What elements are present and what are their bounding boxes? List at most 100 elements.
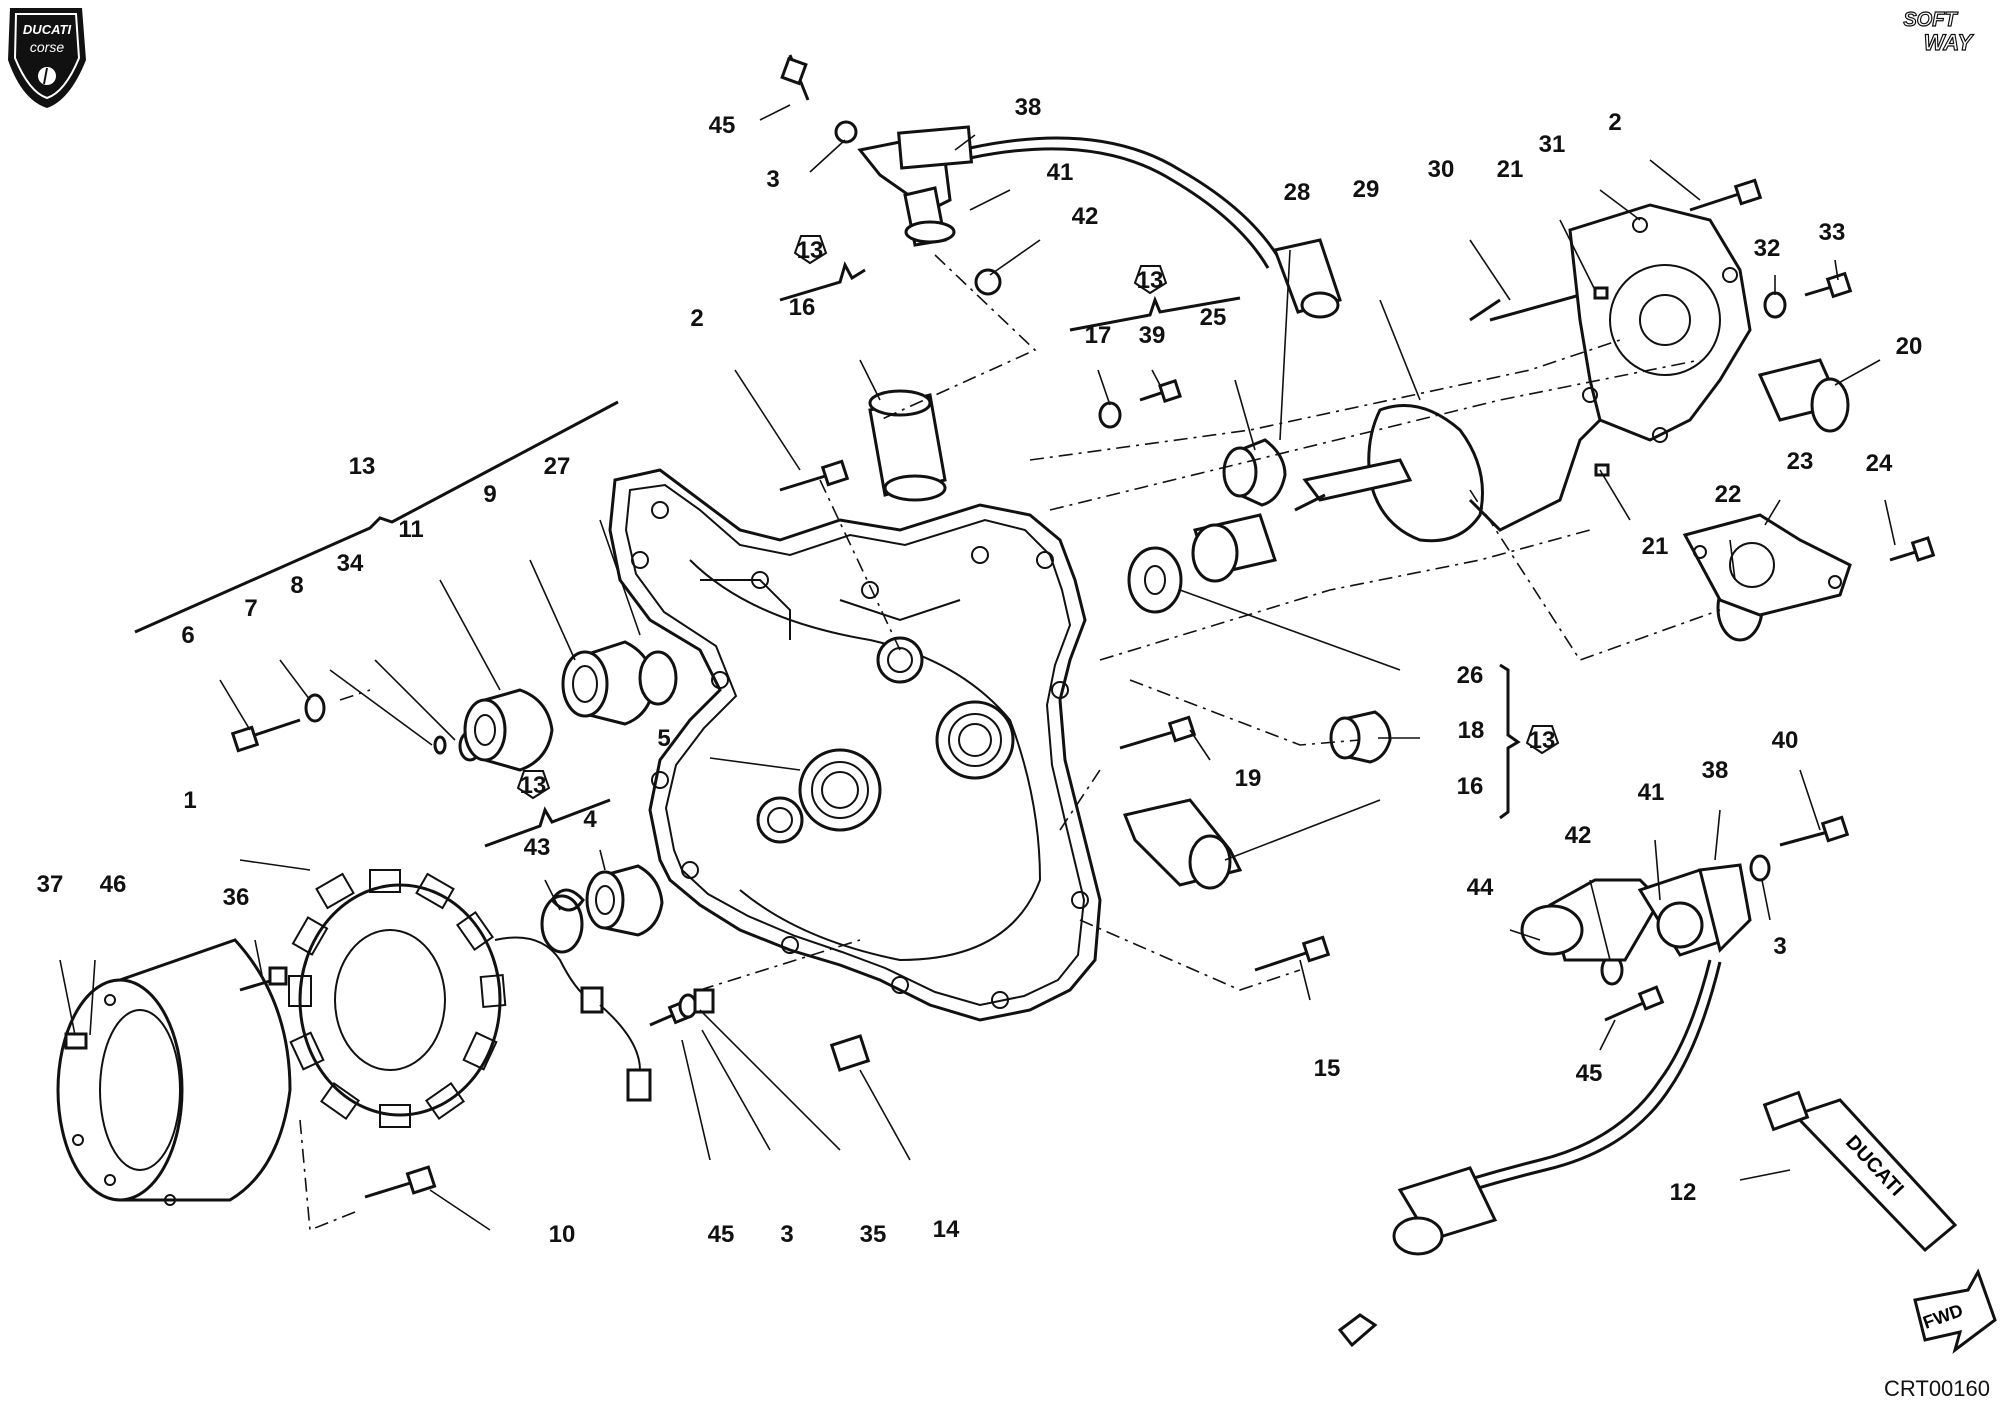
- callout-label: 43: [524, 834, 551, 861]
- leader-line: [1599, 469, 1631, 521]
- leader-line: [1379, 299, 1421, 401]
- callout-label: 15: [1314, 1055, 1341, 1082]
- callout-label: 38: [1702, 757, 1729, 784]
- callout-label: 36: [223, 884, 250, 911]
- callout-label: 40: [1772, 727, 1799, 754]
- leader-line: [1559, 219, 1596, 291]
- leader-line: [1234, 379, 1256, 451]
- callout-label: 21: [1642, 533, 1669, 560]
- callout-label: 2: [690, 305, 703, 332]
- leader-line: [1834, 359, 1881, 386]
- leader-line: [1599, 1019, 1616, 1051]
- callout-label: 11: [398, 516, 423, 543]
- callout-label: 12: [1670, 1179, 1697, 1206]
- group-ref-badge: 13: [1133, 265, 1168, 295]
- leader-line: [429, 1189, 491, 1231]
- leader-line: [529, 559, 576, 661]
- leader-line: [709, 757, 801, 771]
- callout-label: 1: [183, 787, 196, 814]
- callout-label: 22: [1715, 481, 1742, 508]
- leader-line: [1224, 799, 1381, 861]
- leader-lines: [59, 104, 1896, 1231]
- leader-line: [1884, 499, 1896, 546]
- group-ref-badges: 13 13 13 13: [516, 235, 1560, 800]
- leader-line: [544, 879, 561, 911]
- callout-label: 31: [1539, 131, 1566, 158]
- fwd-arrow-icon: FWD: [1913, 1268, 1997, 1354]
- leader-line: [374, 659, 456, 741]
- center-lines: [299, 254, 1721, 1232]
- callout-label: 5: [657, 725, 670, 752]
- leader-line: [1279, 249, 1291, 441]
- callout-label: 34: [337, 550, 364, 577]
- svg-text:13: 13: [1529, 727, 1556, 754]
- generator-stator: [288, 869, 652, 1128]
- callout-label: 45: [1576, 1060, 1603, 1087]
- softway-logo: SOFT WAY: [1903, 8, 1975, 55]
- callout-label: 13: [349, 453, 376, 480]
- callout-label: 30: [1428, 156, 1455, 183]
- leader-line: [1509, 929, 1541, 941]
- callout-label: 20: [1896, 333, 1923, 360]
- callout-label: 21: [1497, 156, 1524, 183]
- leader-line: [1729, 539, 1736, 581]
- leader-line: [859, 1069, 911, 1161]
- callout-label: 42: [1565, 822, 1592, 849]
- leader-line: [1599, 189, 1641, 221]
- callout-label: 17: [1085, 322, 1112, 349]
- leader-line: [809, 139, 846, 173]
- group-brackets: [134, 261, 1521, 848]
- generator-rotor: [56, 938, 292, 1206]
- leader-line: [954, 134, 976, 151]
- leader-line: [219, 679, 251, 731]
- callout-label: 10: [549, 1221, 576, 1248]
- leader-line: [989, 239, 1041, 276]
- leader-line: [1097, 369, 1111, 406]
- callout-label: 28: [1284, 179, 1311, 206]
- callout-label: 45: [708, 1221, 735, 1248]
- callout-label: 6: [181, 622, 194, 649]
- callout-label: 8: [290, 572, 303, 599]
- leader-line: [699, 1009, 841, 1151]
- callout-label: 9: [483, 481, 496, 508]
- callout-label: 39: [1139, 322, 1166, 349]
- callout-label: 24: [1866, 450, 1893, 477]
- leader-line: [969, 189, 1011, 211]
- leader-line: [1469, 239, 1511, 301]
- bearings: [463, 640, 678, 937]
- softway-bottom-text: WAY: [1924, 30, 1975, 55]
- callout-label: 41: [1047, 159, 1074, 186]
- logo-corse-text: corse: [30, 39, 64, 55]
- callout-label: 16: [789, 294, 816, 321]
- pickup-sensor-bottom: [1392, 863, 1752, 1256]
- leader-line: [1834, 259, 1839, 281]
- svg-text:13: 13: [520, 772, 547, 799]
- leader-line: [859, 359, 881, 401]
- callout-label: 3: [1773, 933, 1786, 960]
- callout-label: 29: [1353, 176, 1380, 203]
- leader-line: [1189, 729, 1211, 761]
- group-ref-badge: 13: [793, 235, 828, 265]
- callout-label: 4: [583, 806, 597, 833]
- pickup-sensor-top: [857, 125, 1342, 319]
- diagram-code: CRT00160: [1884, 1376, 1990, 1401]
- callout-label: 32: [1754, 235, 1781, 262]
- callout-label: 42: [1072, 203, 1099, 230]
- callout-label: 35: [860, 1221, 887, 1248]
- leader-line: [254, 939, 263, 976]
- leader-line: [59, 959, 76, 1036]
- water-pump: [1127, 203, 1852, 1348]
- leader-line: [89, 959, 96, 1036]
- leader-line: [681, 1039, 711, 1161]
- callout-label: 45: [709, 112, 736, 139]
- leader-line: [1151, 369, 1161, 386]
- callout-label: 38: [1015, 94, 1042, 121]
- group-ref-badge: 13: [516, 770, 551, 800]
- svg-text:13: 13: [1137, 267, 1164, 294]
- callout-label: 18: [1458, 717, 1485, 744]
- leader-line: [599, 519, 641, 636]
- leader-line: [701, 1029, 771, 1151]
- callout-label: 14: [933, 1216, 960, 1243]
